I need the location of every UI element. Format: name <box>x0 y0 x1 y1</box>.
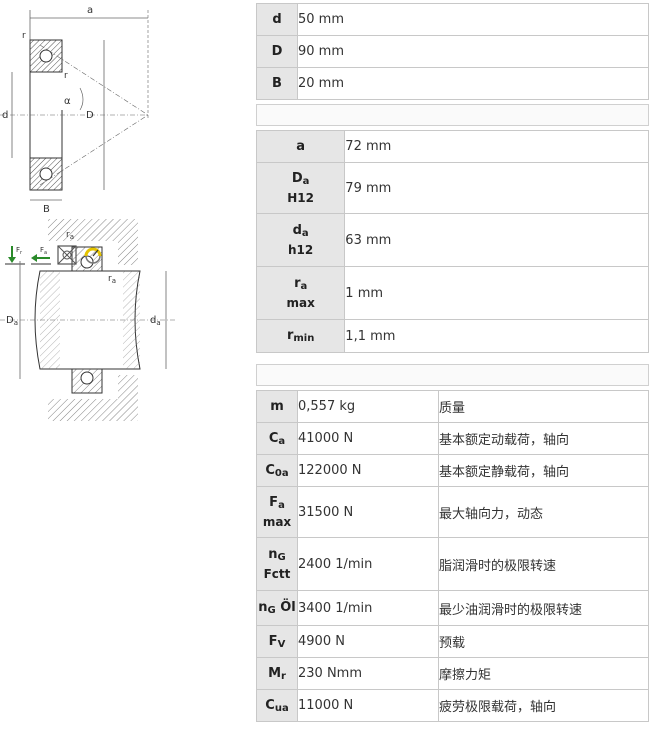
label-a: a <box>87 5 93 16</box>
table-row: B 20 mm <box>256 67 649 100</box>
row-description: 最大轴向力，动态 <box>438 486 649 538</box>
row-value: 4900 N <box>297 625 439 658</box>
table-separator <box>256 364 649 386</box>
crossed-box-icon <box>57 245 77 265</box>
table-separator <box>256 104 649 126</box>
table-row: da h12 63 mm <box>255 213 649 267</box>
row-key: da h12 <box>255 213 346 267</box>
row-value: 72 mm <box>344 130 649 163</box>
row-key: a <box>255 130 346 163</box>
row-key: nG Fctt <box>256 537 298 591</box>
attribute-icons: F r F a <box>4 244 104 266</box>
label-Da: Da <box>6 315 18 327</box>
row-value: 122000 N <box>297 454 439 487</box>
label-ra-1: ra <box>66 230 74 241</box>
row-description: 质量 <box>438 390 649 423</box>
row-description: 基本额定动载荷，轴向 <box>438 422 649 455</box>
row-value: 1 mm <box>344 266 649 320</box>
table-row: m 0,557 kg 质量 <box>256 390 649 423</box>
row-key: rmin <box>255 319 346 353</box>
row-description: 摩擦力矩 <box>438 657 649 690</box>
table-row: Mr 230 Nmm 摩擦力矩 <box>256 657 649 690</box>
row-key: D <box>256 35 298 68</box>
svg-text:F: F <box>40 246 44 254</box>
row-key: B <box>256 67 298 100</box>
row-value: 2400 1/min <box>297 537 439 591</box>
row-description: 最少油润滑时的极限转速 <box>438 590 649 626</box>
row-key: C0a <box>256 454 298 487</box>
row-key: d <box>256 3 298 36</box>
row-value: 41000 N <box>297 422 439 455</box>
mounting-table: a 72 mm Da H12 79 mm da h12 63 mm ra max… <box>255 130 649 353</box>
table-row: Ca 41000 N 基本额定动载荷，轴向 <box>256 422 649 455</box>
row-key: m <box>256 390 298 423</box>
bearing-dimension-drawing: a d D B r r α <box>0 5 149 215</box>
row-key: Fa max <box>256 486 298 538</box>
label-d: d <box>2 110 8 121</box>
dimensions-table: d 50 mm D 90 mm B 20 mm <box>256 3 649 100</box>
mounting-dimension-drawing: Da da ra ra <box>0 219 175 421</box>
table-row: d 50 mm <box>256 3 649 36</box>
row-key: Mr <box>256 657 298 690</box>
row-description: 脂润滑时的极限转速 <box>438 537 649 591</box>
label-D: D <box>86 110 94 121</box>
radial-load-icon: F r <box>5 246 25 265</box>
table-row: nG Fctt 2400 1/min 脂润滑时的极限转速 <box>256 537 649 591</box>
row-key: FV <box>256 625 298 658</box>
row-key: Ca <box>256 422 298 455</box>
row-value: 1,1 mm <box>344 319 649 353</box>
row-key: ra max <box>255 266 346 320</box>
row-value: 31500 N <box>297 486 439 538</box>
table-row: rmin 1,1 mm <box>255 319 649 353</box>
row-value: 230 Nmm <box>297 657 439 690</box>
row-value: 50 mm <box>297 3 649 36</box>
label-r-1: r <box>22 31 26 41</box>
table-row: Fa max 31500 N 最大轴向力，动态 <box>256 486 649 538</box>
row-value: 90 mm <box>297 35 649 68</box>
axial-load-icon: F a <box>31 246 51 265</box>
label-alpha: α <box>64 96 71 107</box>
label-B: B <box>43 204 50 215</box>
row-value: 0,557 kg <box>297 390 439 423</box>
row-value: 3400 1/min <box>297 590 439 626</box>
row-value: 11000 N <box>297 689 439 722</box>
row-key: Da H12 <box>255 162 346 214</box>
svg-text:a: a <box>44 250 47 256</box>
row-key: Cua <box>256 689 298 722</box>
table-row: nG Öl 3400 1/min 最少油润滑时的极限转速 <box>256 590 649 626</box>
drawings-panel: a d D B r r α F r <box>0 0 250 737</box>
row-description: 疲劳极限载荷，轴向 <box>438 689 649 722</box>
row-value: 20 mm <box>297 67 649 100</box>
svg-text:F: F <box>16 246 20 254</box>
table-row: Cua 11000 N 疲劳极限载荷，轴向 <box>256 689 649 722</box>
label-ra-2: ra <box>108 274 116 285</box>
table-row: FV 4900 N 预载 <box>256 625 649 658</box>
row-key: nG Öl <box>256 590 298 626</box>
label-r-2: r <box>64 71 68 81</box>
table-row: C0a 122000 N 基本额定静载荷，轴向 <box>256 454 649 487</box>
row-description: 预载 <box>438 625 649 658</box>
table-row: ra max 1 mm <box>255 266 649 320</box>
row-description: 基本额定静载荷，轴向 <box>438 454 649 487</box>
row-value: 79 mm <box>344 162 649 214</box>
table-row: D 90 mm <box>256 35 649 68</box>
table-row: a 72 mm <box>255 130 649 163</box>
row-value: 63 mm <box>344 213 649 267</box>
table-row: Da H12 79 mm <box>255 162 649 214</box>
label-da: da <box>150 315 161 327</box>
speed-icon <box>84 247 102 264</box>
svg-text:r: r <box>20 250 23 256</box>
properties-table: m 0,557 kg 质量 Ca 41000 N 基本额定动载荷，轴向 C0a … <box>256 390 649 722</box>
